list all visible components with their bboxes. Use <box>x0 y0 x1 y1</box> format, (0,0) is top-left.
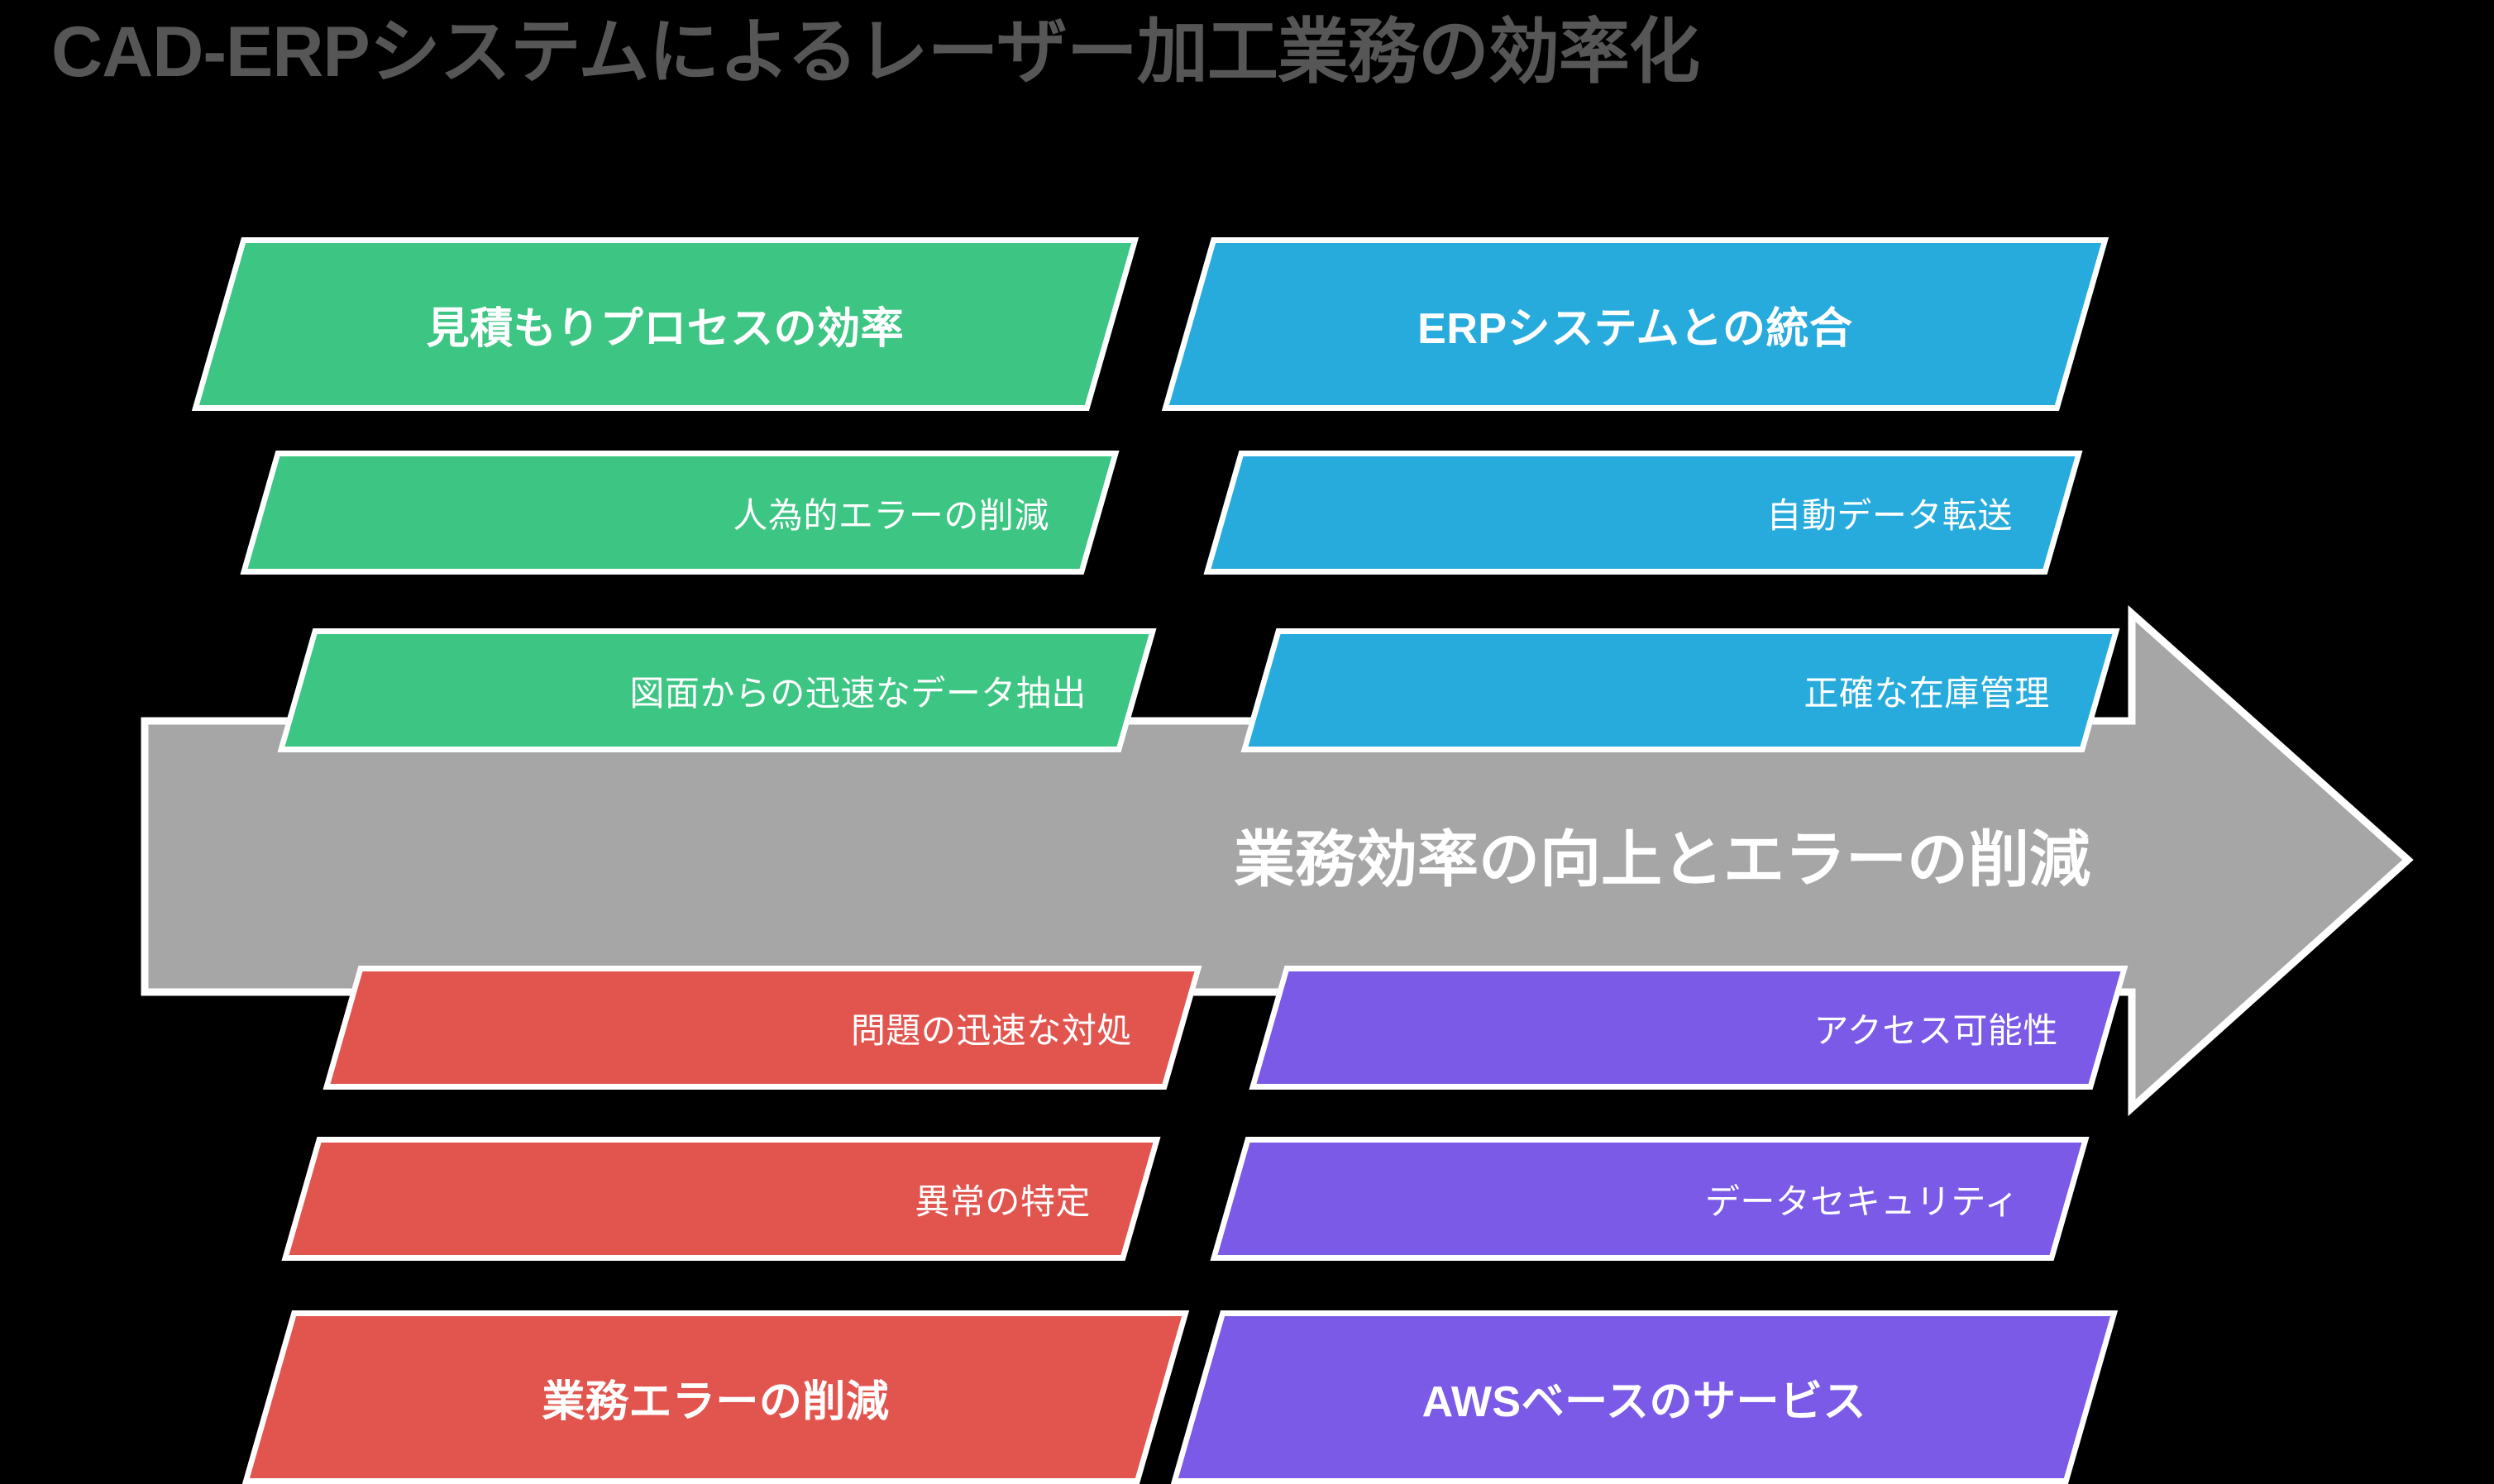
banner-label: 図面からの迅速なデータ抽出 <box>628 673 1087 713</box>
arrow-label: 業務効率の向上とエラーの削減 <box>1234 825 2090 894</box>
banner-label: ERPシステムとの統合 <box>1417 304 1853 353</box>
banner-erp-integration-item-1[interactable]: 正確な在庫管理 <box>1240 628 2120 752</box>
banner-aws-service-item-0[interactable]: アクセス可能性 <box>1248 966 2128 1090</box>
banner-label: データセキュリティ <box>1704 1181 2019 1221</box>
banner-quoting-process-header[interactable]: 見積もりプロセスの効率 <box>191 237 1140 411</box>
banner-label: 業務エラーの削減 <box>542 1377 890 1426</box>
banner-error-reduction-header[interactable]: 業務エラーの削減 <box>241 1310 1190 1484</box>
banner-label: 異常の特定 <box>914 1181 1091 1221</box>
banner-error-reduction-item-0[interactable]: 問題の迅速な対処 <box>322 966 1202 1090</box>
banner-label: 自動データ転送 <box>1765 495 2013 535</box>
banner-aws-service-item-1[interactable]: データセキュリティ <box>1209 1137 2090 1261</box>
banner-quoting-process-item-0[interactable]: 人為的エラーの削減 <box>239 451 1120 575</box>
banner-quoting-process-item-1[interactable]: 図面からの迅速なデータ抽出 <box>276 628 1157 752</box>
banner-aws-service-header[interactable]: AWSベースのサービス <box>1170 1310 2119 1484</box>
page-title: CAD-ERPシステムによるレーザー加工業務の効率化 <box>51 12 1700 92</box>
banner-label: 正確な在庫管理 <box>1803 673 2050 713</box>
banner-label: アクセス可能性 <box>1813 1010 2058 1050</box>
banner-erp-integration-header[interactable]: ERPシステムとの統合 <box>1161 237 2109 411</box>
banner-label: 問題の迅速な対処 <box>850 1010 1132 1050</box>
banner-label: 人為的エラーの削減 <box>732 495 1049 535</box>
banner-label: 見積もりプロセスの効率 <box>426 304 905 353</box>
banner-error-reduction-item-1[interactable]: 異常の特定 <box>280 1137 1161 1261</box>
banner-erp-integration-item-0[interactable]: 自動データ転送 <box>1202 451 2083 575</box>
banner-label: AWSベースのサービス <box>1421 1377 1867 1426</box>
